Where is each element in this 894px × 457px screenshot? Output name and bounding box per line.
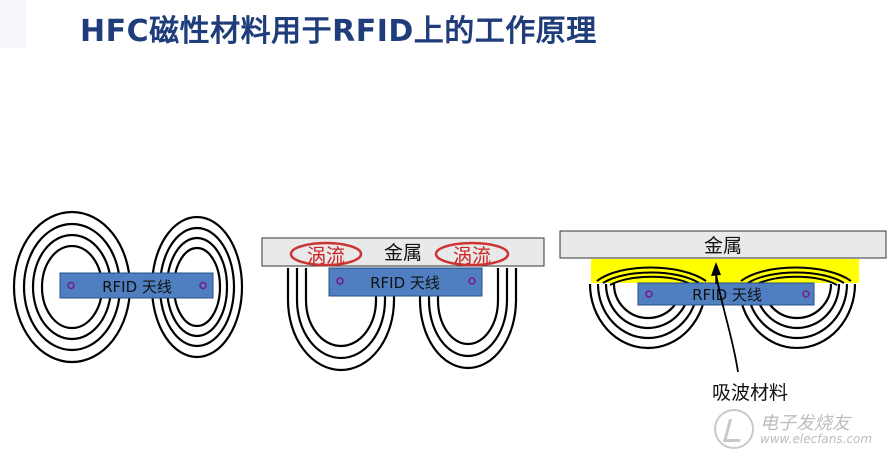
rfid-antenna-label: RFID 天线 — [102, 278, 172, 296]
absorber-pointer-arrow — [711, 262, 739, 373]
panel-free-space: RFID 天线 — [12, 210, 244, 364]
rfid-antenna-label: RFID 天线 — [370, 274, 440, 292]
antenna-terminal-left — [67, 281, 75, 290]
rfid-antenna-bar — [59, 272, 214, 299]
antenna-terminal-left — [645, 290, 653, 298]
antenna-terminal-left — [336, 277, 344, 285]
metal-plate — [559, 230, 887, 259]
panel-with-absorber: 金属 RFID 天线 — [559, 230, 887, 404]
absorber-layer — [591, 259, 859, 283]
rfid-antenna-bar — [637, 282, 815, 306]
eddy-current-label-left: 涡流 — [307, 245, 345, 267]
metal-label: 金属 — [384, 242, 422, 264]
watermark: 电子发烧友 www.elecfans.com — [714, 407, 884, 451]
field-loops-right-top — [740, 266, 852, 286]
eddy-current-ellipse-right — [434, 241, 510, 267]
watermark-brand: 电子发烧友 — [760, 413, 850, 434]
rfid-antenna-bar — [328, 267, 483, 297]
antenna-terminal-right — [802, 290, 810, 298]
antenna-terminal-right — [468, 277, 476, 285]
field-loops-left — [286, 268, 396, 372]
antenna-terminal-right — [199, 281, 207, 290]
watermark-url: www.elecfans.com — [760, 432, 873, 446]
watermark-logo-icon — [714, 409, 754, 449]
metal-label: 金属 — [704, 235, 742, 257]
field-loops-left-top — [596, 266, 707, 286]
rfid-antenna-label: RFID 天线 — [692, 286, 762, 304]
absorber-label: 吸波材料 — [712, 382, 788, 404]
field-loops-right — [418, 268, 518, 370]
page-title: HFC磁性材料用于RFID上的工作原理 — [80, 14, 597, 49]
title-accent-bar — [0, 0, 26, 48]
eddy-current-label-right: 涡流 — [453, 245, 491, 267]
eddy-current-ellipse-left — [289, 241, 363, 267]
panel-with-metal: RFID 天线 金属 涡流 涡流 — [261, 237, 545, 372]
